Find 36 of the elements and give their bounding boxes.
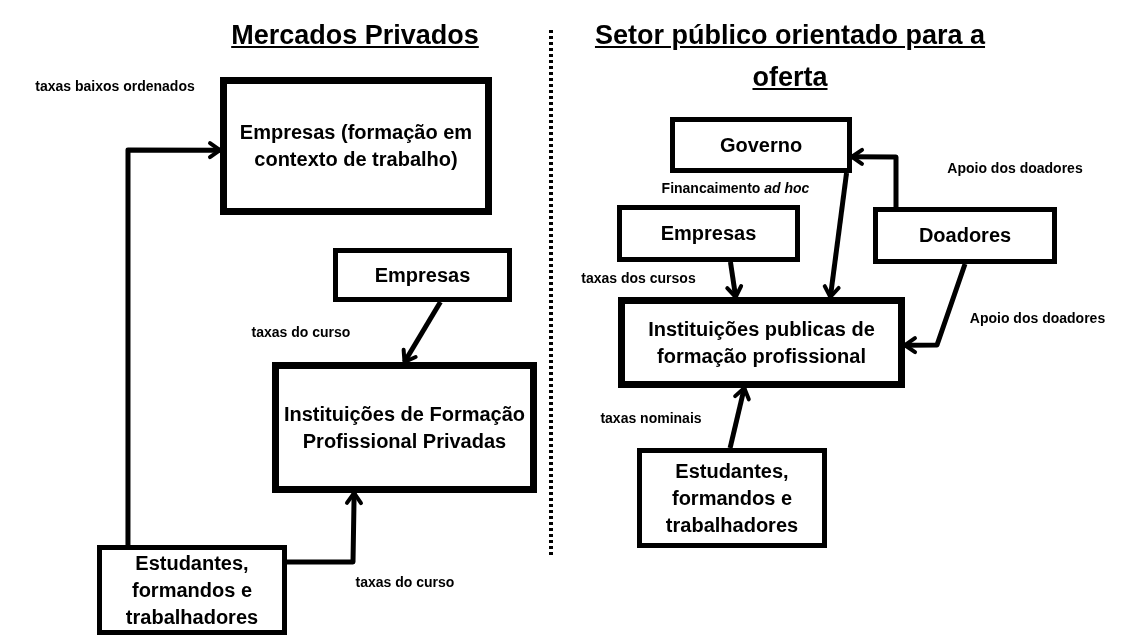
process-box: [220, 77, 492, 215]
process-box: [873, 207, 1057, 264]
edge-label: taxas do curso: [250, 323, 352, 342]
edge-label: taxas do curso: [354, 573, 456, 592]
process-box: [670, 117, 852, 173]
edge-label: taxas baixos ordenados: [34, 77, 196, 96]
node-label: Governo: [719, 132, 803, 158]
process-box: [637, 448, 827, 548]
process-box: [617, 205, 800, 262]
arrow: [727, 386, 751, 449]
edge-label: Apoio dos doadores: [946, 159, 1084, 178]
arrow: [822, 172, 849, 299]
arrow: [850, 147, 899, 207]
arrow: [125, 141, 222, 545]
arrow: [725, 261, 744, 299]
node-label: Estudantes, formandos e trabalhadores: [664, 458, 800, 538]
edge-label: Financaimento ad hoc: [660, 179, 811, 198]
section-heading: Setor público orientado para a oferta: [593, 19, 987, 94]
section-heading: Mercados Privados: [230, 19, 480, 52]
process-box: [272, 362, 537, 493]
node-label: Instituições de Formação Profissional Privadas: [283, 401, 526, 454]
process-box: [618, 297, 905, 388]
node-label: Empresas: [660, 221, 757, 246]
node-label: Estudantes, formandos e trabalhadores: [124, 550, 260, 630]
process-box: [333, 248, 512, 302]
arrow: [903, 263, 968, 355]
arrow: [287, 491, 363, 565]
edge-label: taxas dos cursos: [580, 269, 697, 288]
node-label: Doadores: [918, 223, 1012, 248]
arrow: [401, 300, 443, 364]
edge-label: Apoio dos doadores: [968, 309, 1107, 328]
node-label: Empresas (formação em contexto de trabalho): [238, 120, 474, 172]
process-box: [97, 545, 287, 635]
node-label: Instituições publicas de formação profissional: [647, 316, 876, 369]
edge-label: taxas nominais: [599, 409, 703, 428]
node-label: Empresas: [374, 262, 471, 288]
